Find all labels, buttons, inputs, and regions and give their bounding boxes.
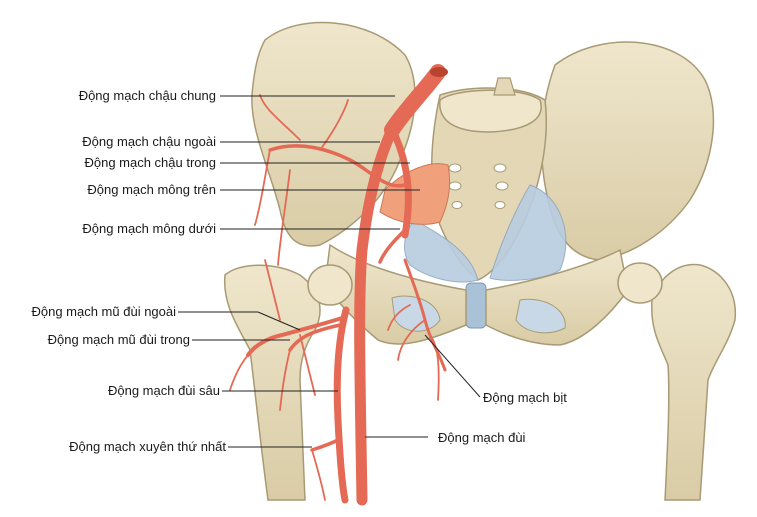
label-lateral-circumflex: Động mạch mũ đùi ngoài <box>31 304 176 319</box>
leader-lines <box>178 95 481 448</box>
label-inferior-gluteal: Động mạch mông dưới <box>82 221 216 236</box>
right-femoral-head <box>617 262 663 304</box>
piriformis-muscle <box>379 163 451 225</box>
left-obturator-foramen <box>391 295 441 332</box>
l5-vertebra <box>439 89 542 133</box>
inferior-gluteal-artery <box>378 228 407 264</box>
common-iliac-artery <box>384 64 446 138</box>
internal-iliac-artery <box>391 131 412 239</box>
medial-circumflex-artery <box>288 323 342 352</box>
label-obturator: Động mạch bịt <box>483 390 567 405</box>
label-internal-iliac: Động mạch chậu trong <box>84 155 216 170</box>
superior-gluteal-artery <box>268 144 407 188</box>
right-femur <box>651 263 736 501</box>
deep-femoral-artery <box>333 306 350 504</box>
right-obturator-foramen <box>515 298 566 334</box>
right-ilium <box>540 41 715 261</box>
sacral-foramina <box>448 163 509 209</box>
pubic-symphysis <box>465 282 487 329</box>
label-superior-gluteal: Động mạch mông trên <box>87 182 216 197</box>
external-iliac-artery <box>354 124 398 506</box>
lateral-circumflex-artery <box>246 316 344 357</box>
first-perforating-artery <box>310 438 340 452</box>
label-deep-femoral: Động mạch đùi sâu <box>107 383 220 398</box>
label-first-perforating: Động mạch xuyên thứ nhất <box>69 439 226 454</box>
label-medial-circumflex: Động mạch mũ đùi trong <box>47 332 190 347</box>
label-femoral: Động mạch đùi <box>438 430 526 445</box>
arteries <box>229 64 448 506</box>
label-common-iliac: Động mạch chậu chung <box>78 88 216 103</box>
left-femoral-head <box>307 264 353 306</box>
left-femur <box>223 264 321 501</box>
label-external-iliac: Động mạch chậu ngoài <box>82 134 216 149</box>
